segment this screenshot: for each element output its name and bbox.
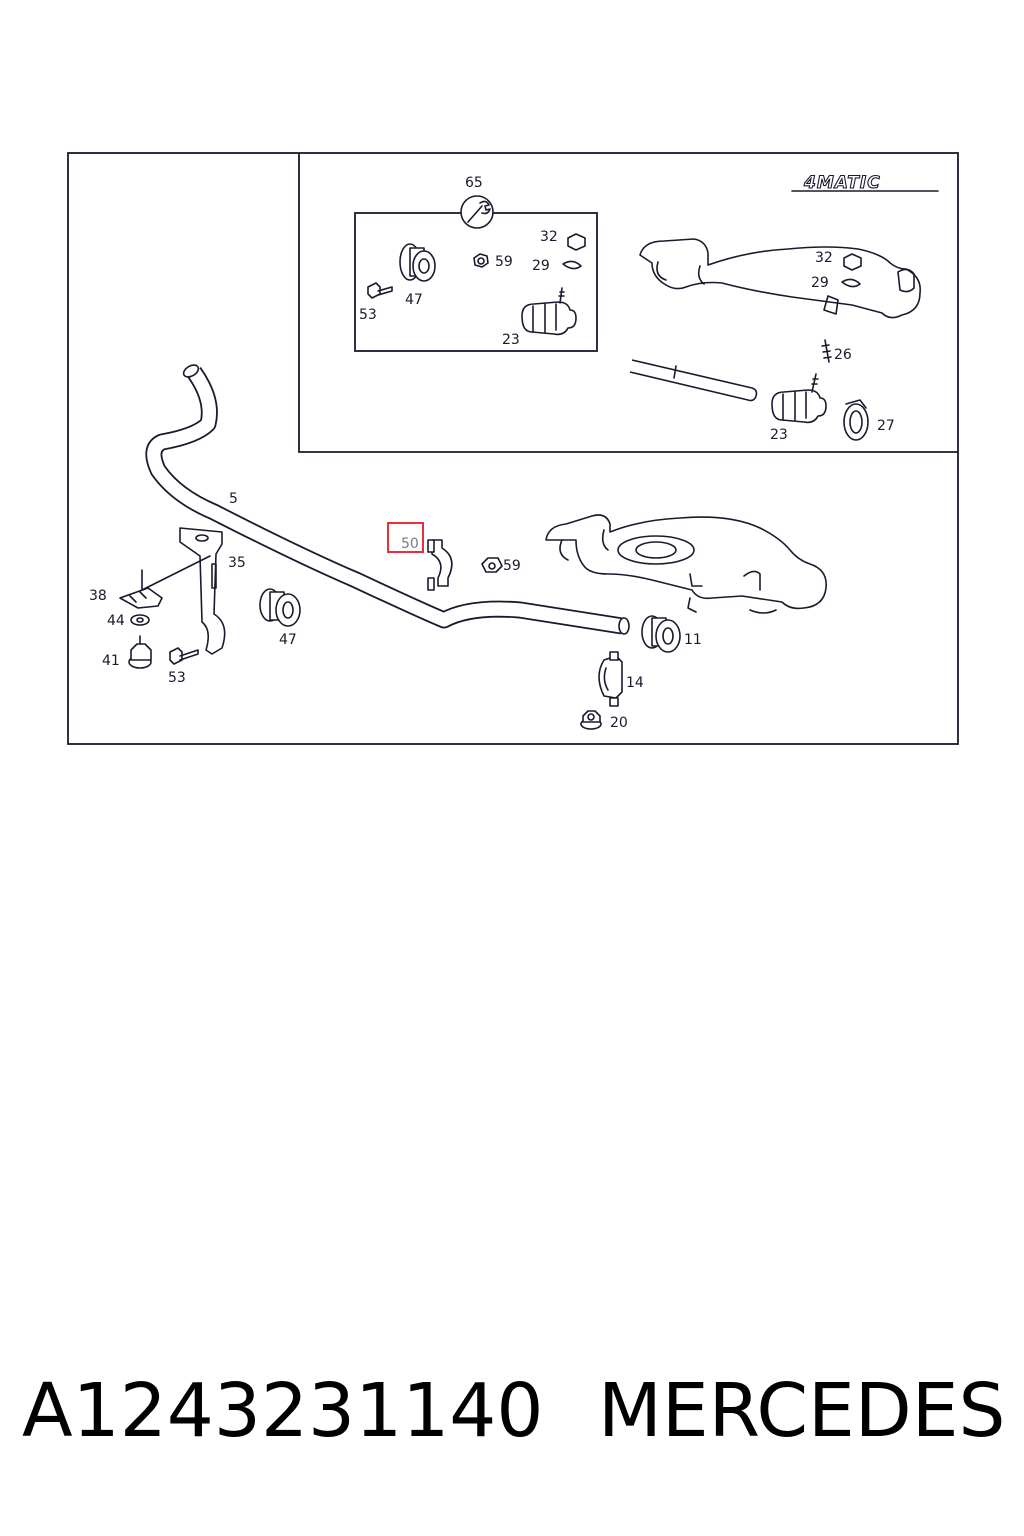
callout-65: 65: [465, 175, 483, 191]
highlight-box-50: [387, 522, 424, 553]
4matic-emblem: 4MATIC: [791, 172, 939, 194]
hex-nut-59b: [481, 557, 503, 573]
callout-23b: 23: [770, 427, 788, 443]
hex-nut-59a: [473, 253, 489, 268]
callout-29b: 29: [811, 275, 829, 291]
outer-frame: [67, 152, 959, 745]
nut-32b: [843, 253, 862, 271]
callout-44: 44: [107, 613, 125, 629]
callout-27: 27: [877, 418, 895, 434]
callout-47b: 47: [279, 632, 297, 648]
stabilizer-bar-5: [145, 364, 630, 635]
rubber-bushing-47a: [399, 243, 436, 282]
washer-44: [130, 614, 150, 626]
callout-35: 35: [228, 555, 246, 571]
callout-29a: 29: [532, 258, 550, 274]
callout-32b: 32: [815, 250, 833, 266]
bolt-53a: [367, 282, 393, 299]
callout-23a: 23: [502, 332, 520, 348]
callout-11: 11: [684, 632, 702, 648]
threaded-stud-26: [821, 339, 832, 363]
bolt-53b: [169, 647, 199, 665]
axle-shaft: [629, 359, 758, 402]
rubber-bushing-47b: [259, 588, 301, 627]
clamp-half-50: [427, 539, 453, 591]
callout-32a: 32: [540, 229, 558, 245]
steering-knuckle-4matic: [639, 238, 922, 319]
parts-diagram: 4MATIC: [67, 152, 959, 745]
clamp-14: [598, 651, 623, 707]
callout-59a: 59: [495, 254, 513, 270]
callout-59b: 59: [503, 558, 521, 574]
nut-32a: [567, 233, 586, 251]
callout-50: 50: [401, 536, 419, 552]
callout-53a: 53: [359, 307, 377, 323]
callout-26: 26: [834, 347, 852, 363]
callout-5: 5: [229, 491, 238, 507]
lower-control-arm: [545, 514, 827, 614]
callout-38: 38: [89, 588, 107, 604]
callout-53b: 53: [168, 670, 186, 686]
callout-20: 20: [610, 715, 628, 731]
brand-name: MERCEDES: [598, 1368, 1006, 1454]
hose-clamp-27: [843, 399, 869, 441]
caption: A1243231140 MERCEDES: [0, 1368, 1024, 1478]
callout-47a: 47: [405, 292, 423, 308]
callout-14: 14: [626, 675, 644, 691]
rubber-bushing-11: [641, 615, 681, 653]
clip-29a: [562, 260, 582, 270]
mounting-bracket-35: [179, 527, 226, 655]
flange-bolt-41: [128, 635, 152, 669]
ball-joint-23a: [521, 287, 577, 336]
wrench-icon: [460, 195, 494, 229]
bracket-38: [119, 555, 211, 609]
part-number: A1243231140: [22, 1368, 544, 1454]
4matic-emblem-text: 4MATIC: [803, 173, 881, 193]
clip-29b: [841, 278, 861, 288]
callout-41: 41: [102, 653, 120, 669]
flange-nut-20: [580, 710, 602, 730]
inset-frame-4matic: [298, 153, 958, 453]
ball-joint-23b: [771, 373, 827, 424]
